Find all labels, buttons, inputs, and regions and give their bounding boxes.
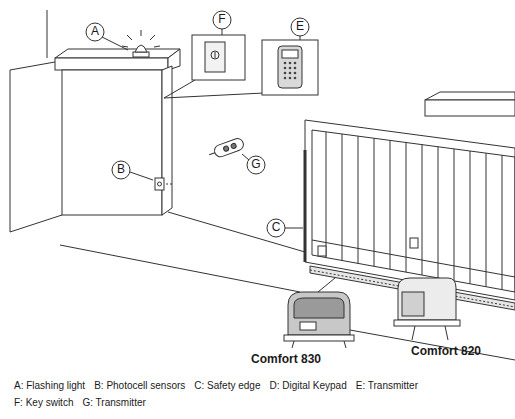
key-entry: E: Transmitter	[356, 380, 418, 391]
gate-bar	[358, 136, 359, 263]
key-entry: D: Digital Keypad	[269, 380, 346, 391]
wall	[10, 10, 55, 232]
product-name: Comfort 820	[411, 345, 481, 358]
gate-bar	[406, 143, 407, 273]
flashing-light	[122, 30, 160, 57]
gate-bar	[374, 138, 375, 266]
remote-transmitter	[207, 137, 245, 161]
callout-letter: A	[91, 25, 99, 38]
key-entry: C: Safety edge	[194, 380, 260, 391]
key-switch-inset	[192, 35, 245, 80]
gate-bar	[454, 149, 455, 281]
keypad-inset	[262, 40, 318, 95]
gate-bar	[422, 145, 423, 275]
inset-leader	[164, 93, 264, 98]
callout-letter: F	[218, 13, 225, 26]
gate-pillar	[55, 49, 180, 215]
gate-motor	[284, 278, 354, 348]
callout-letter: G	[251, 158, 260, 171]
gate-bar	[438, 147, 439, 278]
gate-bar	[470, 151, 471, 284]
gate-pillar	[425, 92, 515, 116]
gate-bar	[342, 134, 343, 260]
key-entry: G: Transmitter	[82, 397, 145, 408]
gate-bar	[326, 132, 327, 258]
gate-bar	[502, 155, 503, 289]
inset-leader	[164, 80, 195, 98]
gate-motor	[394, 278, 460, 340]
key-entry: A: Flashing light	[14, 380, 85, 391]
callout-letter: E	[296, 20, 304, 33]
gate-bar	[390, 140, 391, 269]
callout-letter: B	[117, 163, 125, 176]
key-entry: B: Photocell sensors	[94, 380, 185, 391]
key-entry: F: Key switch	[14, 397, 73, 408]
callout-letter: C	[272, 221, 281, 234]
product-name: Comfort 830	[251, 353, 321, 366]
photocell	[155, 178, 172, 190]
gate-bar	[486, 153, 487, 287]
callout-markers	[86, 11, 309, 237]
